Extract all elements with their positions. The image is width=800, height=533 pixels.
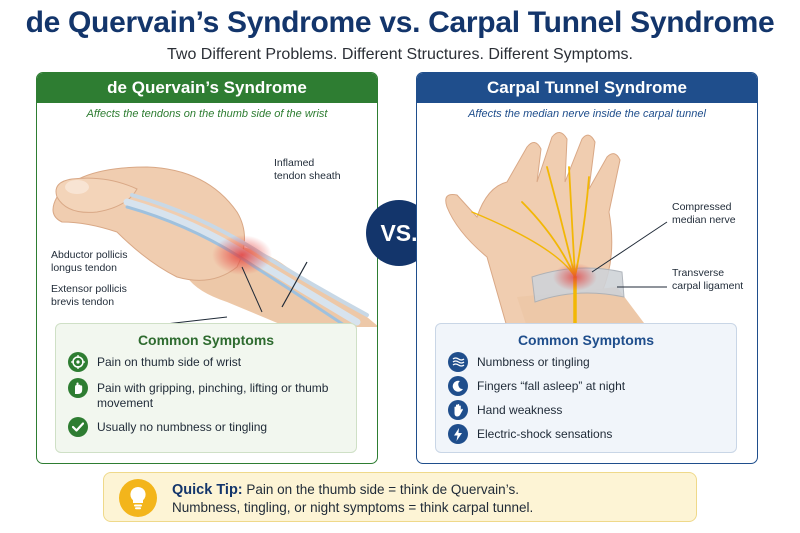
de-quervain-panel: de Quervain’s Syndrome Affects the tendo…: [36, 72, 378, 464]
panel-subtitle: Affects the median nerve inside the carp…: [468, 108, 706, 120]
page-title: de Quervain’s Syndrome vs. Carpal Tunnel…: [25, 6, 775, 39]
symptom-text: Fingers “fall asleep” at night: [477, 379, 626, 393]
tip-line-1: Quick Tip: Pain on the thumb side = thin…: [172, 482, 519, 498]
carpal-tunnel-panel: Carpal Tunnel Syndrome Affects the media…: [416, 72, 758, 464]
tip-text-1: Pain on the thumb side = think de Querva…: [246, 482, 519, 497]
panel-title: Carpal Tunnel Syndrome: [417, 73, 757, 103]
symptom-item: Numbness or tingling: [448, 352, 724, 372]
tip-label: Quick Tip:: [172, 482, 243, 498]
compressed-median-nerve-label: Compressed median nerve: [672, 201, 736, 226]
symptom-text: Hand weakness: [477, 403, 563, 417]
lightning-icon: [448, 424, 468, 444]
quick-tip-box: Quick Tip: Pain on the thumb side = thin…: [103, 472, 697, 522]
moon-icon: [448, 376, 468, 396]
median-nerve-illustration: [445, 132, 668, 327]
symptom-text: Electric-shock sensations: [477, 427, 613, 441]
waves-icon: [448, 352, 468, 372]
symptom-item: Usually no numbness or tingling: [68, 417, 344, 437]
tip-line-2: Numbness, tingling, or night symptoms = …: [172, 500, 534, 515]
symptom-text: Pain with gripping, pinching, lifting or…: [97, 381, 329, 410]
symptom-text: Numbness or tingling: [477, 355, 590, 369]
check-icon: [68, 417, 88, 437]
symptoms-title: Common Symptoms: [517, 332, 655, 348]
hand-icon: [448, 400, 468, 420]
symptom-item: Hand weakness: [448, 400, 724, 420]
thumb-tendon-illustration: [52, 166, 377, 327]
symptom-item: Electric-shock sensations: [448, 424, 724, 444]
panel-subtitle: Affects the tendons on the thumb side of…: [86, 108, 328, 120]
symptoms-title: Common Symptoms: [137, 332, 275, 348]
transverse-carpal-ligament-label: Transverse carpal ligament: [672, 267, 744, 292]
panel-title: de Quervain’s Syndrome: [37, 73, 377, 103]
symptoms-box: Common Symptoms Numbness or tingling Fin…: [435, 323, 737, 453]
inflamed-tendon-sheath-label: Inflamed tendon sheath: [274, 157, 341, 182]
symptom-item: Fingers “fall asleep” at night: [448, 376, 724, 396]
target-icon: [68, 352, 88, 372]
symptom-text: Usually no numbness or tingling: [97, 420, 268, 434]
symptom-item: Pain with gripping, pinching, lifting or…: [68, 378, 344, 411]
symptom-text: Pain on thumb side of wrist: [97, 355, 242, 369]
page-subtitle: Two Different Problems. Different Struct…: [167, 46, 633, 63]
symptoms-box: Common Symptoms Pain on thumb side of wr…: [55, 323, 357, 453]
abductor-pollicis-label: Abductor pollicis longus tendon: [51, 249, 128, 274]
extensor-pollicis-label: Extensor pollicis brevis tendon: [51, 283, 127, 308]
hand-grip-icon: [68, 378, 88, 398]
symptom-item: Pain on thumb side of wrist: [68, 352, 344, 372]
lightbulb-icon: [119, 479, 157, 517]
